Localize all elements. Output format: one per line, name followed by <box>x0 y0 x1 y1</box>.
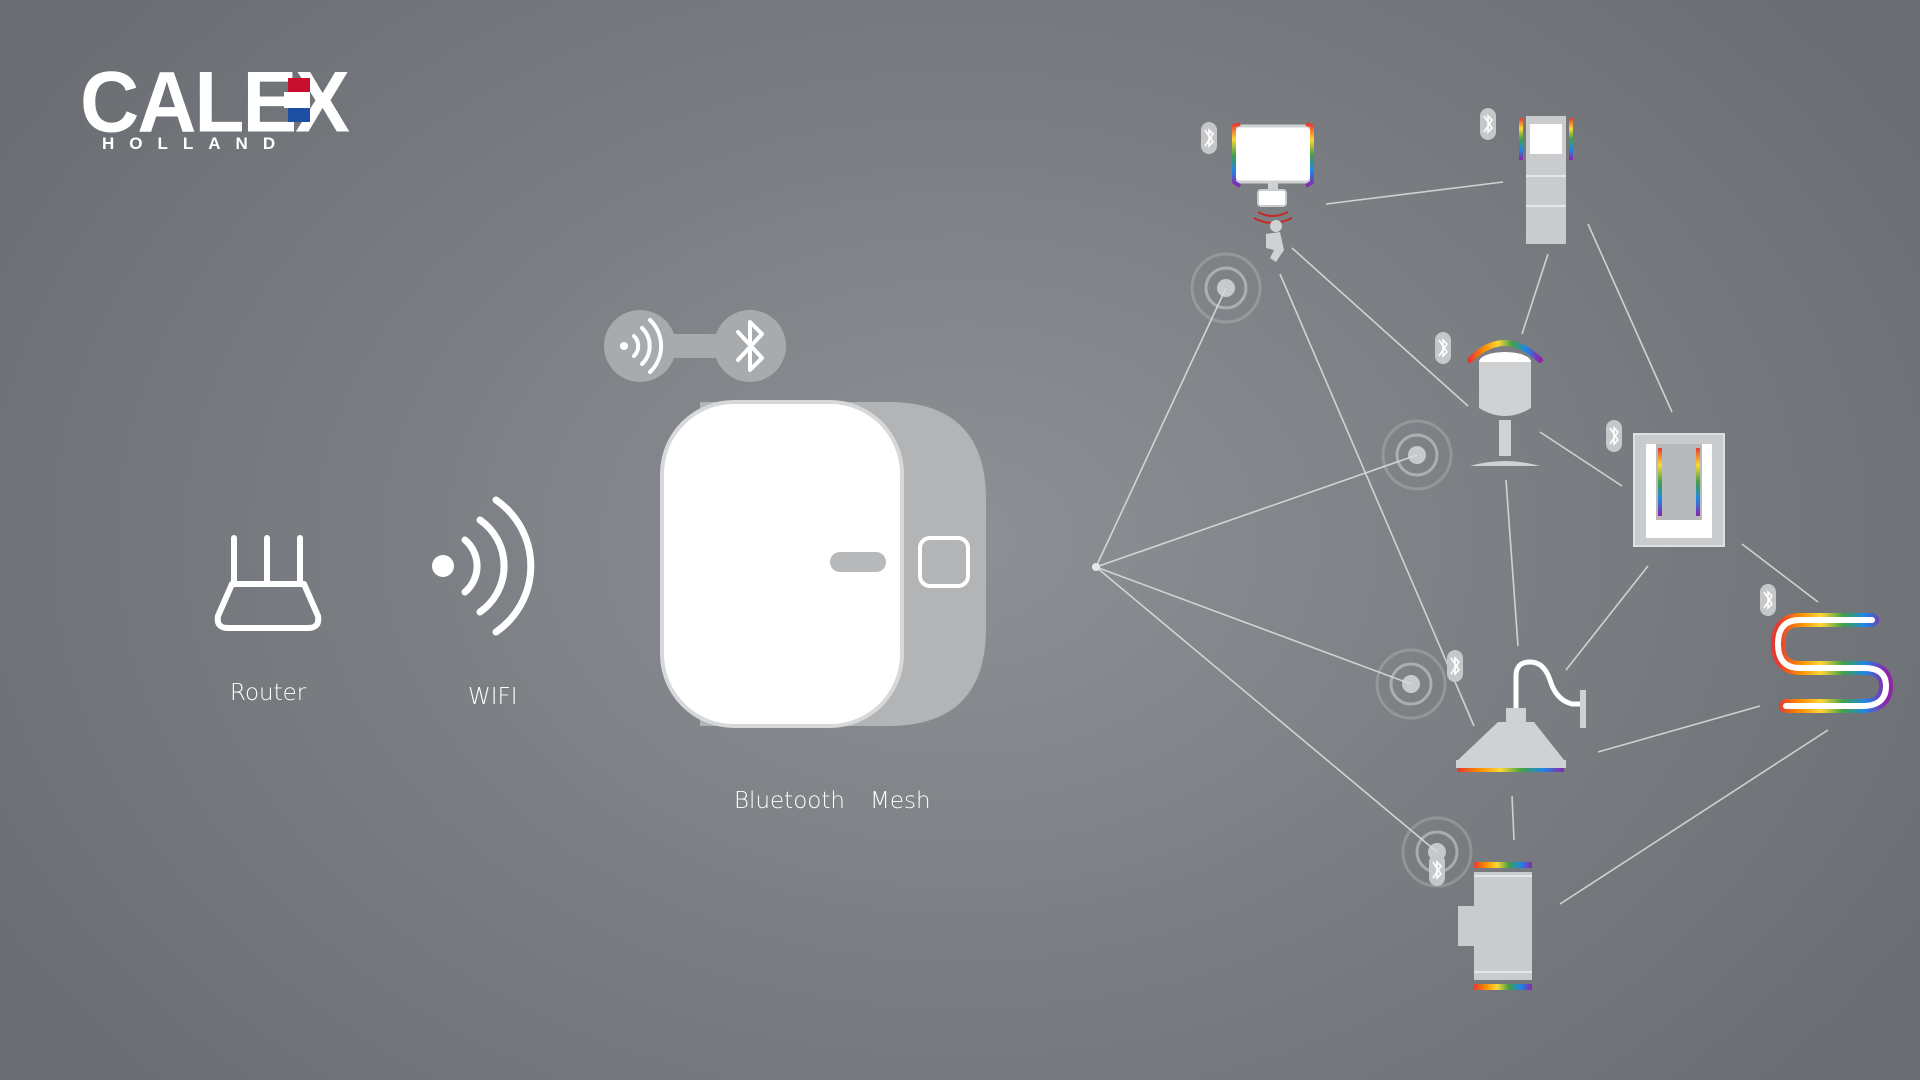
router-label: Router <box>230 680 307 706</box>
wifi-label: WIFI <box>468 684 518 710</box>
bluetooth-badges <box>1201 108 1776 886</box>
mesh-connection-floodlight-sensor-barn-lamp <box>1279 273 1475 727</box>
panel-light <box>1633 433 1725 547</box>
mesh-hub-point <box>1092 563 1100 571</box>
gateway-device <box>660 400 986 728</box>
mesh-connection-spot-light-barn-lamp <box>1505 479 1519 647</box>
wall-cylinder-light <box>1458 862 1532 990</box>
router-icon <box>214 535 322 631</box>
mesh-connection-panel-light-barn-lamp <box>1565 565 1649 671</box>
person-icon <box>1266 220 1284 262</box>
mesh-connection-lines <box>1095 181 1829 905</box>
bluetooth-icon <box>1435 332 1451 364</box>
bluetooth-icon <box>1429 854 1445 886</box>
mesh-connection-wall-light-tall-panel-light <box>1587 223 1673 413</box>
spot-light <box>1467 340 1543 466</box>
mesh-connection-floodlight-sensor-spot-light <box>1291 247 1469 407</box>
signal-ripple-markers <box>1190 252 1473 888</box>
mesh-connection-floodlight-sensor-wall-light-tall <box>1325 181 1504 205</box>
mesh-connection-led-strip-wall-cylinder-light <box>1559 729 1829 905</box>
mesh-connection-hub-point-barn-lamp <box>1095 566 1412 685</box>
ripple-marker <box>1375 648 1447 720</box>
bluetooth-icon <box>1480 108 1496 140</box>
bluetooth-icon <box>736 320 764 372</box>
bluetooth-icon <box>1606 420 1622 452</box>
calex-logo-subtitle: HOLLAND <box>102 134 291 153</box>
bluetooth-icon <box>1760 584 1776 616</box>
mesh-connection-hub-point-floodlight-sensor <box>1095 287 1227 568</box>
floodlight-sensor <box>1232 122 1314 262</box>
bluetooth-label: Bluetooth <box>734 788 845 814</box>
ripple-marker <box>1381 419 1453 491</box>
mesh-connection-hub-point-spot-light <box>1095 454 1418 568</box>
gateway-connectivity-badge <box>604 310 786 382</box>
wifi-icon <box>432 496 535 636</box>
mesh-label: Mesh <box>870 788 931 814</box>
barn-lamp <box>1456 659 1586 772</box>
mesh-connection-spot-light-panel-light <box>1539 431 1623 487</box>
netherlands-flag-icon <box>284 78 310 122</box>
mesh-connection-hub-point-wall-cylinder-light <box>1095 566 1438 853</box>
led-strip <box>1771 613 1893 713</box>
wall-light-tall <box>1519 116 1573 244</box>
mesh-connection-wall-light-tall-spot-light <box>1521 253 1549 335</box>
mesh-connection-barn-lamp-wall-cylinder-light <box>1511 795 1515 841</box>
ripple-marker <box>1190 252 1262 324</box>
bluetooth-icon <box>1447 650 1463 682</box>
mesh-connection-barn-lamp-led-strip <box>1597 705 1761 753</box>
bluetooth-icon <box>1201 122 1217 154</box>
mesh-connection-panel-light-led-strip <box>1741 543 1819 603</box>
